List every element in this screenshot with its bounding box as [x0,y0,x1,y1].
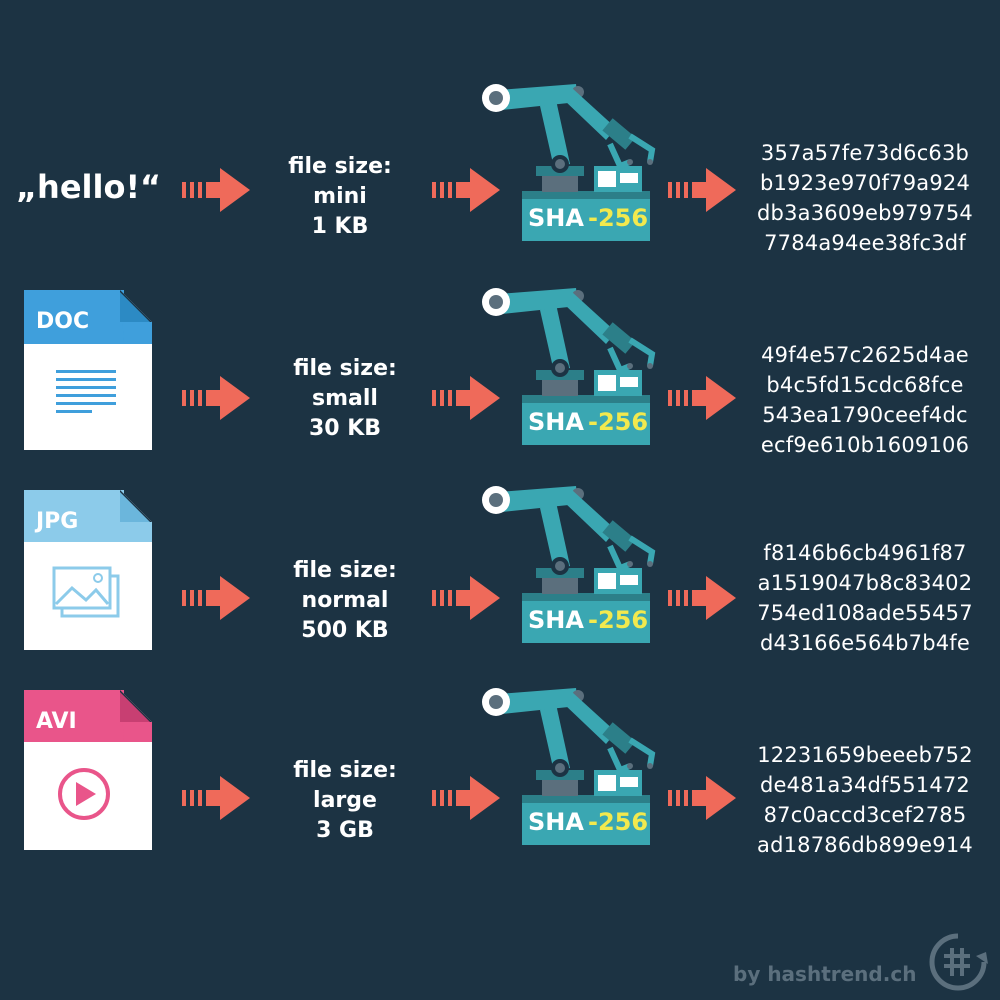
file-type-label: AVI [36,709,77,734]
hash-output: f8146b6cb4961f87 a1519047b8c83402 754ed1… [757,541,973,655]
row-doc: DOC file size: small 30 KB [0,288,1000,490]
arrow-icon [432,376,500,420]
arrow-icon [432,168,500,212]
arrow-icon [432,576,500,620]
algorithm-label: SHA [528,606,584,634]
hash-output: 12231659beeeb752 de481a34df551472 87c0ac… [757,743,973,857]
algorithm-highlight: -256 [588,408,648,436]
video-file-icon: AVI [24,690,152,850]
robot-arm-icon: SHA -256 [482,688,656,845]
file-type-label: DOC [36,309,89,334]
file-size-label: file size: large 3 GB [293,758,397,843]
file-type-label: JPG [34,509,78,534]
hash-output: 357a57fe73d6c63b b1923e970f79a924 db3a36… [757,141,973,255]
row-jpg: JPG file size: normal 500 KB [0,486,1000,690]
arrow-icon [182,168,250,212]
arrow-icon [182,776,250,820]
hashtrend-logo-icon [929,933,988,991]
robot-arm-icon: SHA -256 [482,84,656,241]
credit-text: by hashtrend.ch [733,962,917,986]
algorithm-highlight: -256 [588,808,648,836]
arrow-icon [668,376,736,420]
arrow-icon [182,376,250,420]
row-avi: AVI file size: large 3 GB [0,688,1000,890]
robot-arm-icon: SHA -256 [482,288,656,445]
file-size-label: file size: small 30 KB [293,356,397,441]
algorithm-highlight: -256 [588,606,648,634]
robot-arm-icon: SHA -256 [482,486,656,643]
doc-file-icon: DOC [24,290,152,450]
hash-output: 49f4e57c2625d4ae b4c5fd15cdc68fce 543ea1… [760,343,970,457]
file-size-label: file size: mini 1 KB [288,154,392,239]
file-size-label: file size: normal 500 KB [293,558,397,643]
algorithm-highlight: -256 [588,204,648,232]
algorithm-label: SHA [528,408,584,436]
arrow-icon [668,168,736,212]
hello-text: „hello!“ [16,168,162,206]
algorithm-label: SHA [528,808,584,836]
arrow-icon [182,576,250,620]
algorithm-label: SHA [528,204,584,232]
image-file-icon: JPG [24,490,152,650]
row-hello: „hello!“ file size: mini 1 KB [0,84,1000,290]
source-hello: „hello!“ [0,90,170,290]
arrow-icon [668,576,736,620]
arrow-icon [432,776,500,820]
arrow-icon [668,776,736,820]
